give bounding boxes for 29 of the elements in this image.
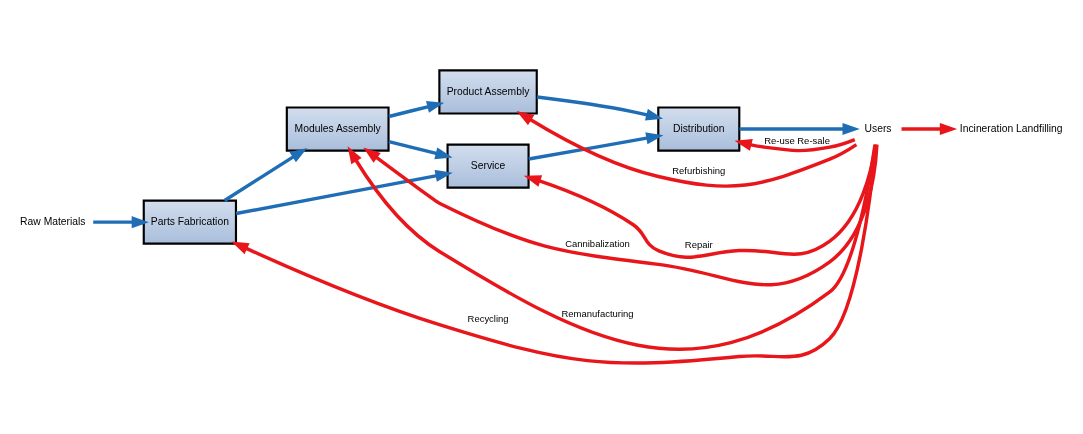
arrow [231,144,878,365]
node-box: Modules Assembly [285,106,390,152]
edge-label: Repair [684,238,713,250]
arrow [223,147,308,202]
arrow [388,139,453,160]
edge-label: Refurbishing [672,164,726,176]
arrow [93,216,149,229]
edge-label: Remanufacturing [561,307,634,319]
arrow [523,144,878,259]
node-box: Parts Fabrication [142,199,238,245]
arrow [739,123,860,136]
edge-label: Re-use Re-sale [764,135,830,147]
node-text: Incineration Landfilling [959,122,1063,134]
arrow [516,110,858,188]
arrow [235,169,453,216]
arrow [536,95,664,121]
node-text: Users [864,122,892,134]
node-box: Product Assembly [438,69,538,115]
node-box: Service [446,143,530,189]
edge-label: Cannibalization [565,237,630,249]
arrow [347,144,877,351]
arrow [734,137,856,153]
node-box: Distribution [657,106,741,152]
edge-label: Recycling [467,312,509,324]
node-text: Raw Materials [20,215,86,227]
arrow [901,123,958,136]
arrow [388,101,445,119]
arrow [363,144,879,287]
arrow [528,132,664,161]
